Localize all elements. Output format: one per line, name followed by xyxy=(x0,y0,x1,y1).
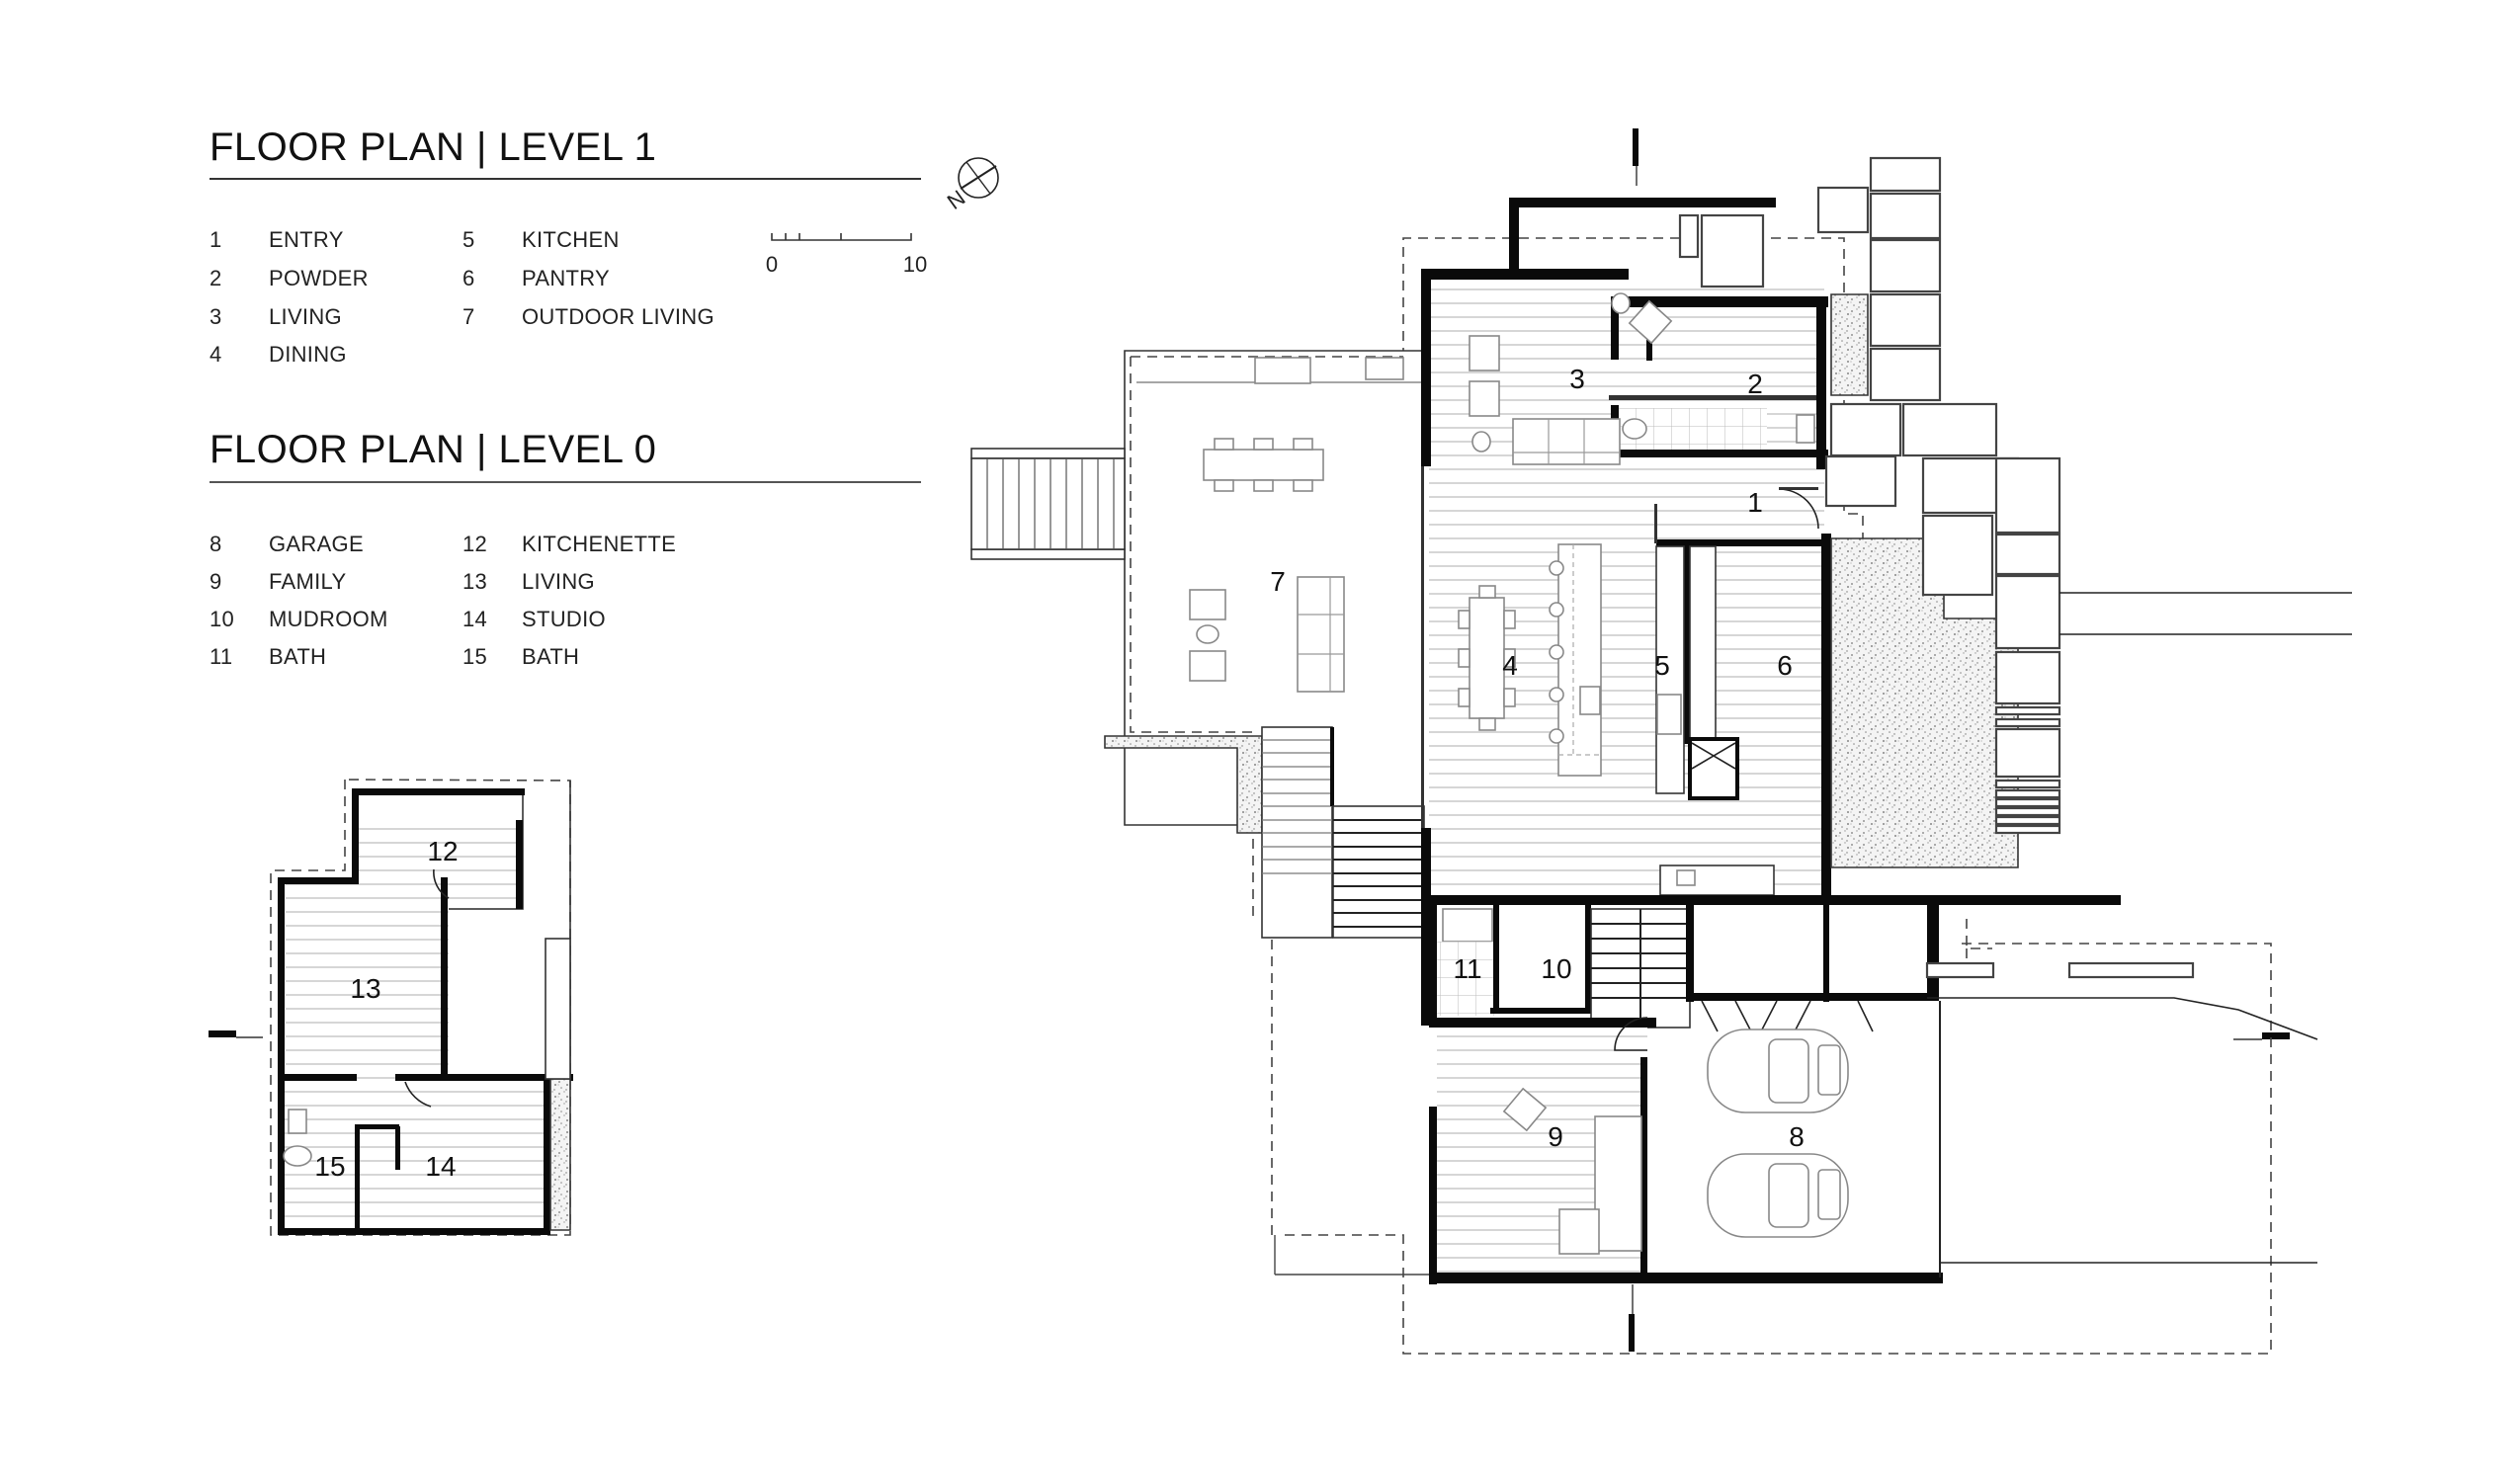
legend-label: BATH xyxy=(522,644,579,669)
west-deck-stair xyxy=(970,448,1126,560)
toilet-icon xyxy=(283,1145,312,1167)
legend-num: 13 xyxy=(462,569,487,594)
legend-level-0: FLOOR PLAN | LEVEL 0 8 GARAGE 9 FAMILY 1… xyxy=(210,428,921,669)
scale-start-label: 0 xyxy=(766,252,778,277)
room-label-kitchen: 5 xyxy=(1654,650,1670,681)
wall xyxy=(1421,269,1629,280)
section-marker-left xyxy=(209,1030,236,1037)
legend-label: PANTRY xyxy=(522,266,610,290)
outdoor-dining-table xyxy=(1203,438,1324,492)
legend-level-1-col-2: 5 KITCHEN 6 PANTRY 7 OUTDOOR LIVING xyxy=(462,227,714,329)
room-label-mudroom: 10 xyxy=(1541,953,1571,984)
dining-table xyxy=(1458,585,1516,731)
wall xyxy=(1421,269,1431,466)
legend-num: 5 xyxy=(462,227,475,252)
room-label-living: 3 xyxy=(1569,364,1585,394)
legend-num: 4 xyxy=(210,342,222,367)
room-label-dining: 4 xyxy=(1502,650,1518,681)
room-label-kitchenette: 12 xyxy=(427,836,458,866)
legend-label: FAMILY xyxy=(269,569,346,594)
outdoor-lounge xyxy=(1189,576,1345,693)
room-label-garage: 8 xyxy=(1789,1121,1805,1152)
legend-num: 14 xyxy=(462,607,487,631)
scale-bar: 0 10 xyxy=(766,233,927,277)
sink-icon xyxy=(1365,357,1404,380)
bathtub-icon xyxy=(1442,908,1493,943)
car-icon xyxy=(1707,1029,1849,1113)
room-label-living-0: 13 xyxy=(350,973,380,1004)
car-icon xyxy=(1707,1153,1849,1238)
north-arrow-icon: N xyxy=(943,157,999,214)
legend-num: 12 xyxy=(462,532,487,556)
room-label-bath-0: 15 xyxy=(314,1151,345,1182)
legend-label: DINING xyxy=(269,342,347,367)
legend-level-1: FLOOR PLAN | LEVEL 1 1 ENTRY 2 POWDER 3 … xyxy=(210,125,921,367)
legend-label: POWDER xyxy=(269,266,369,290)
legend-label: GARAGE xyxy=(269,532,364,556)
legend-num: 7 xyxy=(462,304,475,329)
room-labels-main: 1 2 3 4 5 6 7 8 9 10 11 xyxy=(1270,364,1805,1152)
room-label-pantry: 6 xyxy=(1777,650,1793,681)
legend-num: 2 xyxy=(210,266,222,290)
room-label-bath: 11 xyxy=(1453,953,1481,984)
section-marker-top xyxy=(1633,128,1638,166)
kitchen-island xyxy=(1557,543,1602,777)
legend-label: ENTRY xyxy=(269,227,344,252)
sink-icon xyxy=(288,1109,307,1134)
legend-label: BATH xyxy=(269,644,326,669)
deck-south-stair xyxy=(1261,726,1425,939)
room-label-powder: 2 xyxy=(1747,369,1763,399)
legend-label: STUDIO xyxy=(522,607,606,631)
legend-num: 3 xyxy=(210,304,222,329)
section-marker-right xyxy=(2262,1032,2290,1039)
legend-num: 6 xyxy=(462,266,475,290)
legend-num: 11 xyxy=(210,644,232,669)
planter xyxy=(1830,293,1869,396)
title-level-0: FLOOR PLAN | LEVEL 0 xyxy=(210,428,656,471)
legend-label: MUDROOM xyxy=(269,607,388,631)
toilet-icon xyxy=(1622,418,1647,440)
legend-num: 15 xyxy=(462,644,487,669)
living-furniture xyxy=(1469,292,1673,465)
scale-end-label: 10 xyxy=(903,252,927,277)
legend-num: 9 xyxy=(210,569,222,594)
legend-level-0-col-2: 12 KITCHENETTE 13 LIVING 14 STUDIO 15 BA… xyxy=(462,532,676,669)
room-label-studio: 14 xyxy=(425,1151,456,1182)
title-level-1: FLOOR PLAN | LEVEL 1 xyxy=(210,125,656,169)
room-label-family: 9 xyxy=(1548,1121,1563,1152)
cooktop-icon xyxy=(1656,694,1682,735)
room-label-entry: 1 xyxy=(1747,487,1763,518)
bar-stools xyxy=(1549,560,1564,744)
legend-label: LIVING xyxy=(522,569,595,594)
room-label-outdoor-living: 7 xyxy=(1270,566,1286,597)
legend-label: OUTDOOR LIVING xyxy=(522,304,714,329)
legend-num: 1 xyxy=(210,227,222,252)
legend-level-1-col-1: 1 ENTRY 2 POWDER 3 LIVING 4 DINING xyxy=(210,227,369,367)
main-floor-plan xyxy=(970,128,2352,1355)
room-labels-level-0: 12 13 14 15 xyxy=(314,836,458,1182)
sink-icon xyxy=(1796,414,1815,444)
legend-label: KITCHEN xyxy=(522,227,620,252)
pavers xyxy=(1678,156,2195,979)
legend-num: 10 xyxy=(210,607,234,631)
legend-label: LIVING xyxy=(269,304,342,329)
island-sink-icon xyxy=(1579,686,1601,715)
grill-icon xyxy=(1254,357,1311,384)
level-0-plan xyxy=(209,779,573,1236)
section-marker-bottom xyxy=(1629,1314,1635,1352)
legend-level-0-col-1: 8 GARAGE 9 FAMILY 10 MUDROOM 11 BATH xyxy=(210,532,388,669)
legend-num: 8 xyxy=(210,532,222,556)
legend-label: KITCHENETTE xyxy=(522,532,676,556)
